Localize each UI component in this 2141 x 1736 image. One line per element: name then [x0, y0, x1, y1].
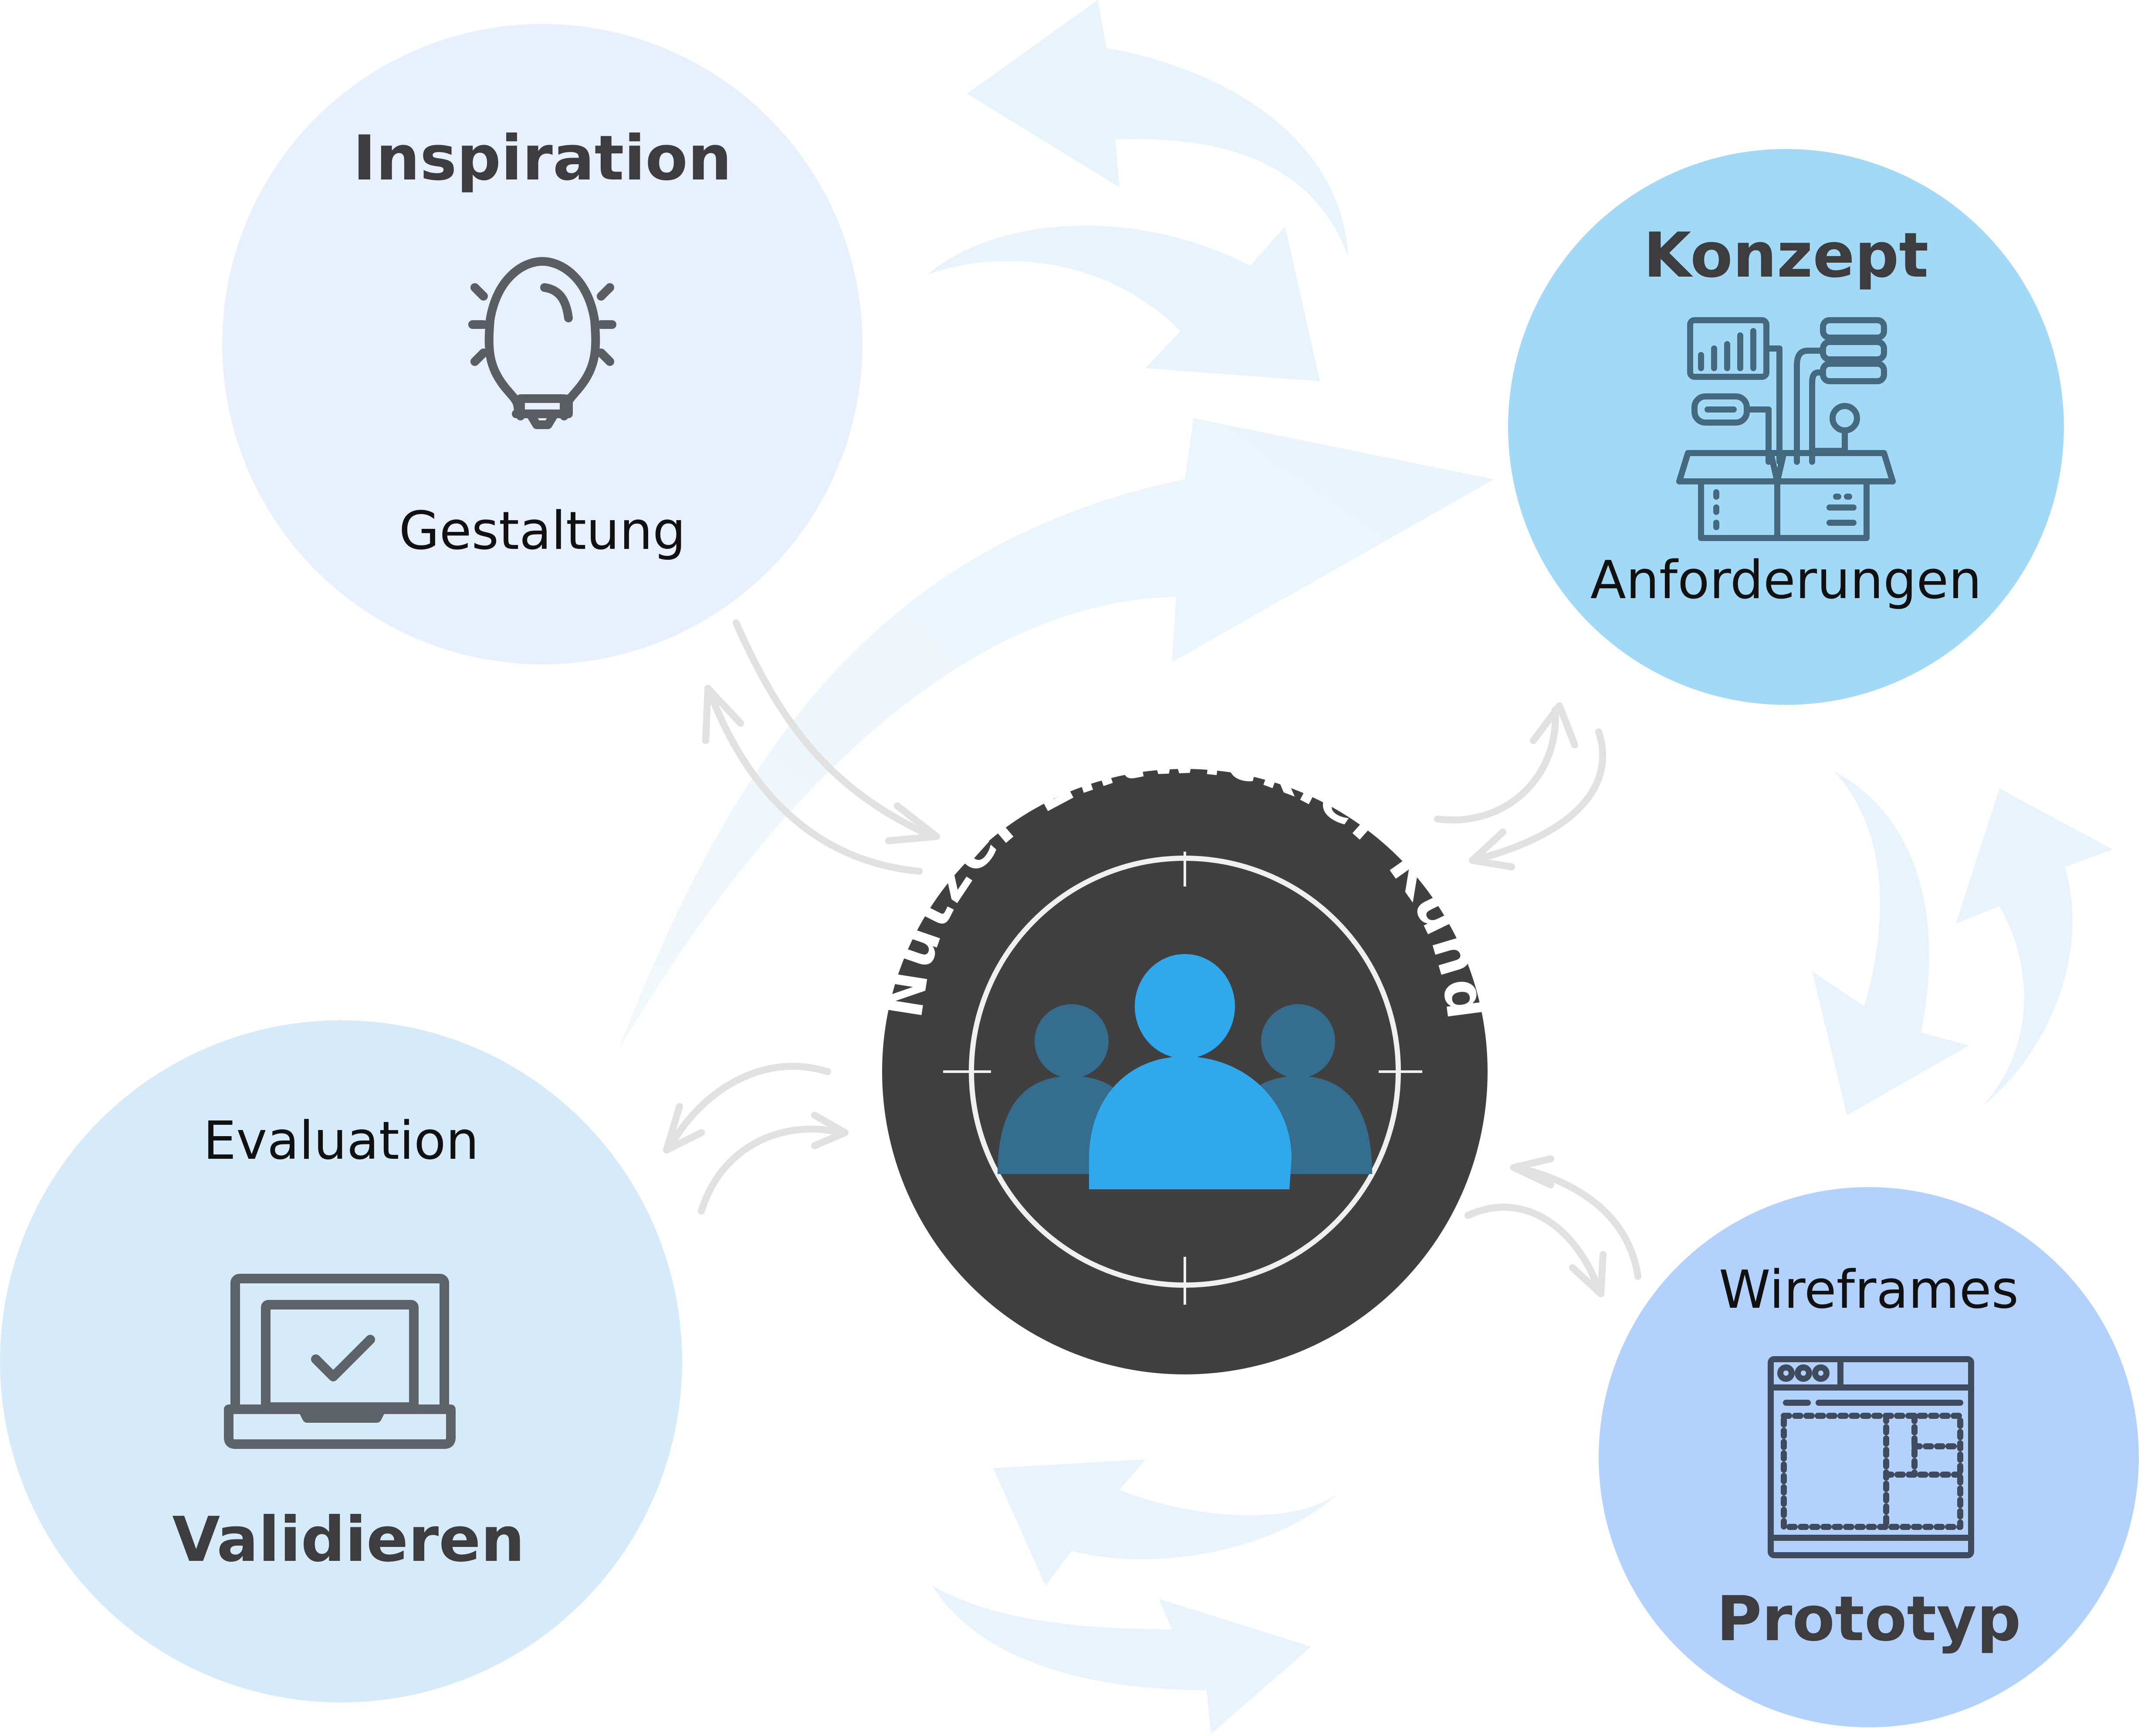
node-inspiration: Inspiration Gestaltung: [222, 24, 862, 664]
connector-validieren-out-head: [811, 1112, 849, 1149]
node-prototyp: Wireframes Prototyp: [1599, 1187, 2139, 1727]
flow-arrow-bottom-right: [932, 1586, 1311, 1734]
connector-inspiration-in-head: [702, 685, 744, 744]
connector-prototyp-out: [1465, 1204, 1602, 1293]
connector-prototyp-in-head: [1510, 1155, 1554, 1188]
laptop-check-icon: [224, 1274, 456, 1449]
flow-arrow-top-upper: [967, 0, 1348, 257]
person-back-right-head: [1261, 1004, 1335, 1078]
lightbulb-icon: [468, 257, 616, 429]
node-inspiration-subtitle: Gestaltung: [399, 501, 686, 562]
flow-arrow-top-lower: [928, 225, 1320, 381]
connector-konzept-in-head: [1469, 829, 1515, 870]
connector-inspiration-out-head: [885, 802, 940, 844]
connector-inspiration-in: [707, 689, 923, 875]
connector-konzept-out: [1434, 707, 1559, 824]
node-konzept-circle: [1508, 149, 2064, 705]
node-prototyp-title: Prototyp: [1716, 1583, 2021, 1655]
wireframe-window-icon: [1768, 1356, 1974, 1558]
flow-arrow-right-up: [1956, 788, 2113, 1107]
crosshair-ticks: [943, 852, 1422, 1305]
node-prototyp-circle: [1599, 1187, 2139, 1727]
connector-konzept-in: [1478, 728, 1607, 862]
node-validieren: Evaluation Validieren: [0, 1020, 682, 1702]
connector-inspiration-out: [733, 619, 936, 840]
node-inspiration-title: Inspiration: [353, 122, 732, 194]
person-front-body: [1089, 1056, 1292, 1189]
main-flow-arrow: [619, 418, 1494, 1050]
node-konzept-title: Konzept: [1644, 220, 1929, 291]
flow-arrow-right-down: [1812, 771, 1969, 1115]
user-group-icon: [998, 954, 1372, 1189]
connector-prototyp-out-head: [1569, 1251, 1607, 1297]
node-prototyp-subtitle: Wireframes: [1719, 1260, 2019, 1320]
node-inspiration-circle: [222, 24, 862, 664]
connector-konzept-out-head: [1530, 702, 1578, 748]
connector-validieren-in-head: [663, 1103, 705, 1154]
flow-arrow-bottom-left: [993, 1459, 1337, 1586]
node-validieren-circle: [0, 1020, 682, 1702]
node-validieren-title: Validieren: [172, 1504, 524, 1576]
person-front-head: [1135, 954, 1235, 1059]
node-konzept-subtitle: Anforderungen: [1590, 550, 1982, 611]
person-back-left-head: [1035, 1004, 1109, 1078]
requirements-box-icon: [1676, 317, 1896, 541]
connector-arrows: [663, 619, 1641, 1297]
connector-validieren-in: [667, 1063, 831, 1149]
connector-validieren-out: [698, 1125, 844, 1215]
node-validieren-subtitle: Evaluation: [203, 1111, 479, 1171]
background-flow-arrows: [619, 0, 2113, 1734]
node-konzept: Konzept Anforderungen: [1508, 149, 2064, 705]
connector-prototyp-in: [1512, 1164, 1641, 1280]
